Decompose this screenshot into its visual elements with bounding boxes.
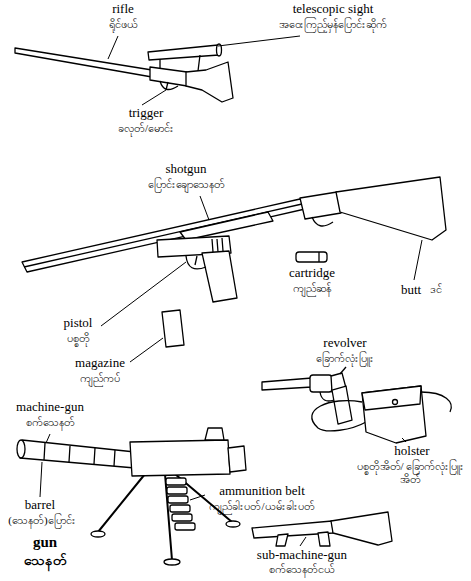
burmese-label: ခလုတ်/မောင်း [118,122,174,135]
burmese-label: ခြောက်လုံးပြူး [316,352,374,365]
smg-stock [331,512,392,545]
english-label: machine-gun [16,400,84,415]
burmese-label: စက်သေနတ်ငယ် [269,563,335,576]
burmese-label: ရိုင်ဖယ် [109,18,138,31]
smg-grip [318,532,330,546]
machine-gun-sight [205,428,224,440]
ammunition-round [168,496,188,503]
machine-gun-tripod [98,474,232,560]
leader-line [414,240,422,280]
english-label: revolver [323,336,366,351]
shotgun-barrel-seam [24,204,302,267]
english-label: pistol [64,316,93,331]
holster-stud [393,400,398,405]
revolver-barrel [262,378,312,390]
english-label: cartridge [289,266,335,281]
cartridge-case [296,252,327,262]
leader-line [46,434,50,443]
leader-line [130,338,163,362]
holster-flap [362,386,421,410]
cartridge-rim [318,252,319,262]
scope-mount [160,55,200,71]
tripod-foot [164,559,180,565]
pistol-slide-grooves [212,238,223,252]
shotgun-butt [336,177,446,240]
burmese-label: စက်သေနတ် [26,416,75,429]
pistol-trigger-guard [186,256,206,269]
machine-gun-barrel [20,440,135,468]
revolver-trigger-guard [320,392,334,401]
leader-line [142,90,166,105]
english-label: gun [33,534,57,551]
sub-machine-gun-drawing [252,512,392,546]
english-label: holster [394,444,429,459]
barrel-jacket-lines [44,443,115,466]
burmese-label: (သေနတ်)ပြောင်း [8,514,75,527]
leader-line [300,537,306,546]
rifle-trigger-guard [160,81,178,90]
shotgun-trigger-guard [312,217,333,226]
pistol-drawing [157,236,237,302]
ammunition-round [167,487,187,494]
leader-line [101,262,186,326]
smg-magazine [276,534,288,546]
shotgun-receiver [300,192,341,219]
burmese-label: ကျည်ခါးပတ်/ယမ်းခါးပတ် [209,500,314,513]
burmese-label: ဒင် [430,283,442,296]
english-label: rifle [112,2,134,17]
rifle-scope [148,45,219,60]
english-label: telescopic sight [293,2,374,17]
burmese-label: ကျည်ကပ် [80,372,120,385]
leader-line [218,36,300,46]
english-label: sub-machine-gun [257,548,347,563]
ammunition-round [175,523,195,530]
tripod-foot [226,521,240,527]
burmese-label: ပစ္စတိုအိတ်/ ခြောက်လုံးပြူးအိတ် [353,460,468,485]
rifle-trigger [166,82,168,90]
burmese-label: အဝေးကြည့်မှန်ပြောင်းဆိုက် [279,18,387,31]
machine-gun-receiver [130,440,230,476]
english-label: magazine [75,356,125,371]
revolver-cylinder [310,375,332,392]
rifle-receiver [150,67,187,86]
leader-line [190,495,205,500]
ammunition-round [170,505,190,512]
pistol-grip [202,251,237,302]
leader-line [402,438,406,442]
ammunition-round [172,514,192,521]
revolver-grip [332,386,352,424]
rifle-stock [186,62,233,102]
revolver-hammer [340,367,346,374]
holster-belt [421,392,451,412]
machine-gun-grip [228,446,246,472]
rifle-barrel [15,48,152,77]
revolver-drawing [262,367,352,424]
english-label: ammunition belt [219,484,305,499]
shotgun-barrels [22,199,305,272]
tripod-foot [91,531,105,537]
shotgun-drawing [22,177,446,272]
leader-line [40,462,42,497]
ammunition-round [166,478,186,485]
magazine-drawing [162,310,184,347]
english-label: barrel [25,498,55,513]
english-label: shotgun [165,162,206,177]
holster-strap [312,401,366,431]
holster-drawing [312,386,451,443]
holster-body [362,386,426,443]
burmese-label: သေနတ် [24,553,67,569]
burmese-label: ပစ္စတို [67,332,90,345]
machine-gun-drawing [17,428,246,565]
rifle-drawing [15,44,233,102]
cartridge-drawing [296,252,327,262]
english-label: butt [401,283,421,298]
machine-gun-muzzle [17,440,25,458]
leader-line [108,36,118,59]
leader-line [200,196,209,220]
english-label: trigger [129,106,164,121]
pistol-trigger [195,256,197,265]
burmese-label: ကျည်ဆန် [293,282,331,295]
burmese-label: ပြောင်းချောသေနတ် [148,178,225,191]
